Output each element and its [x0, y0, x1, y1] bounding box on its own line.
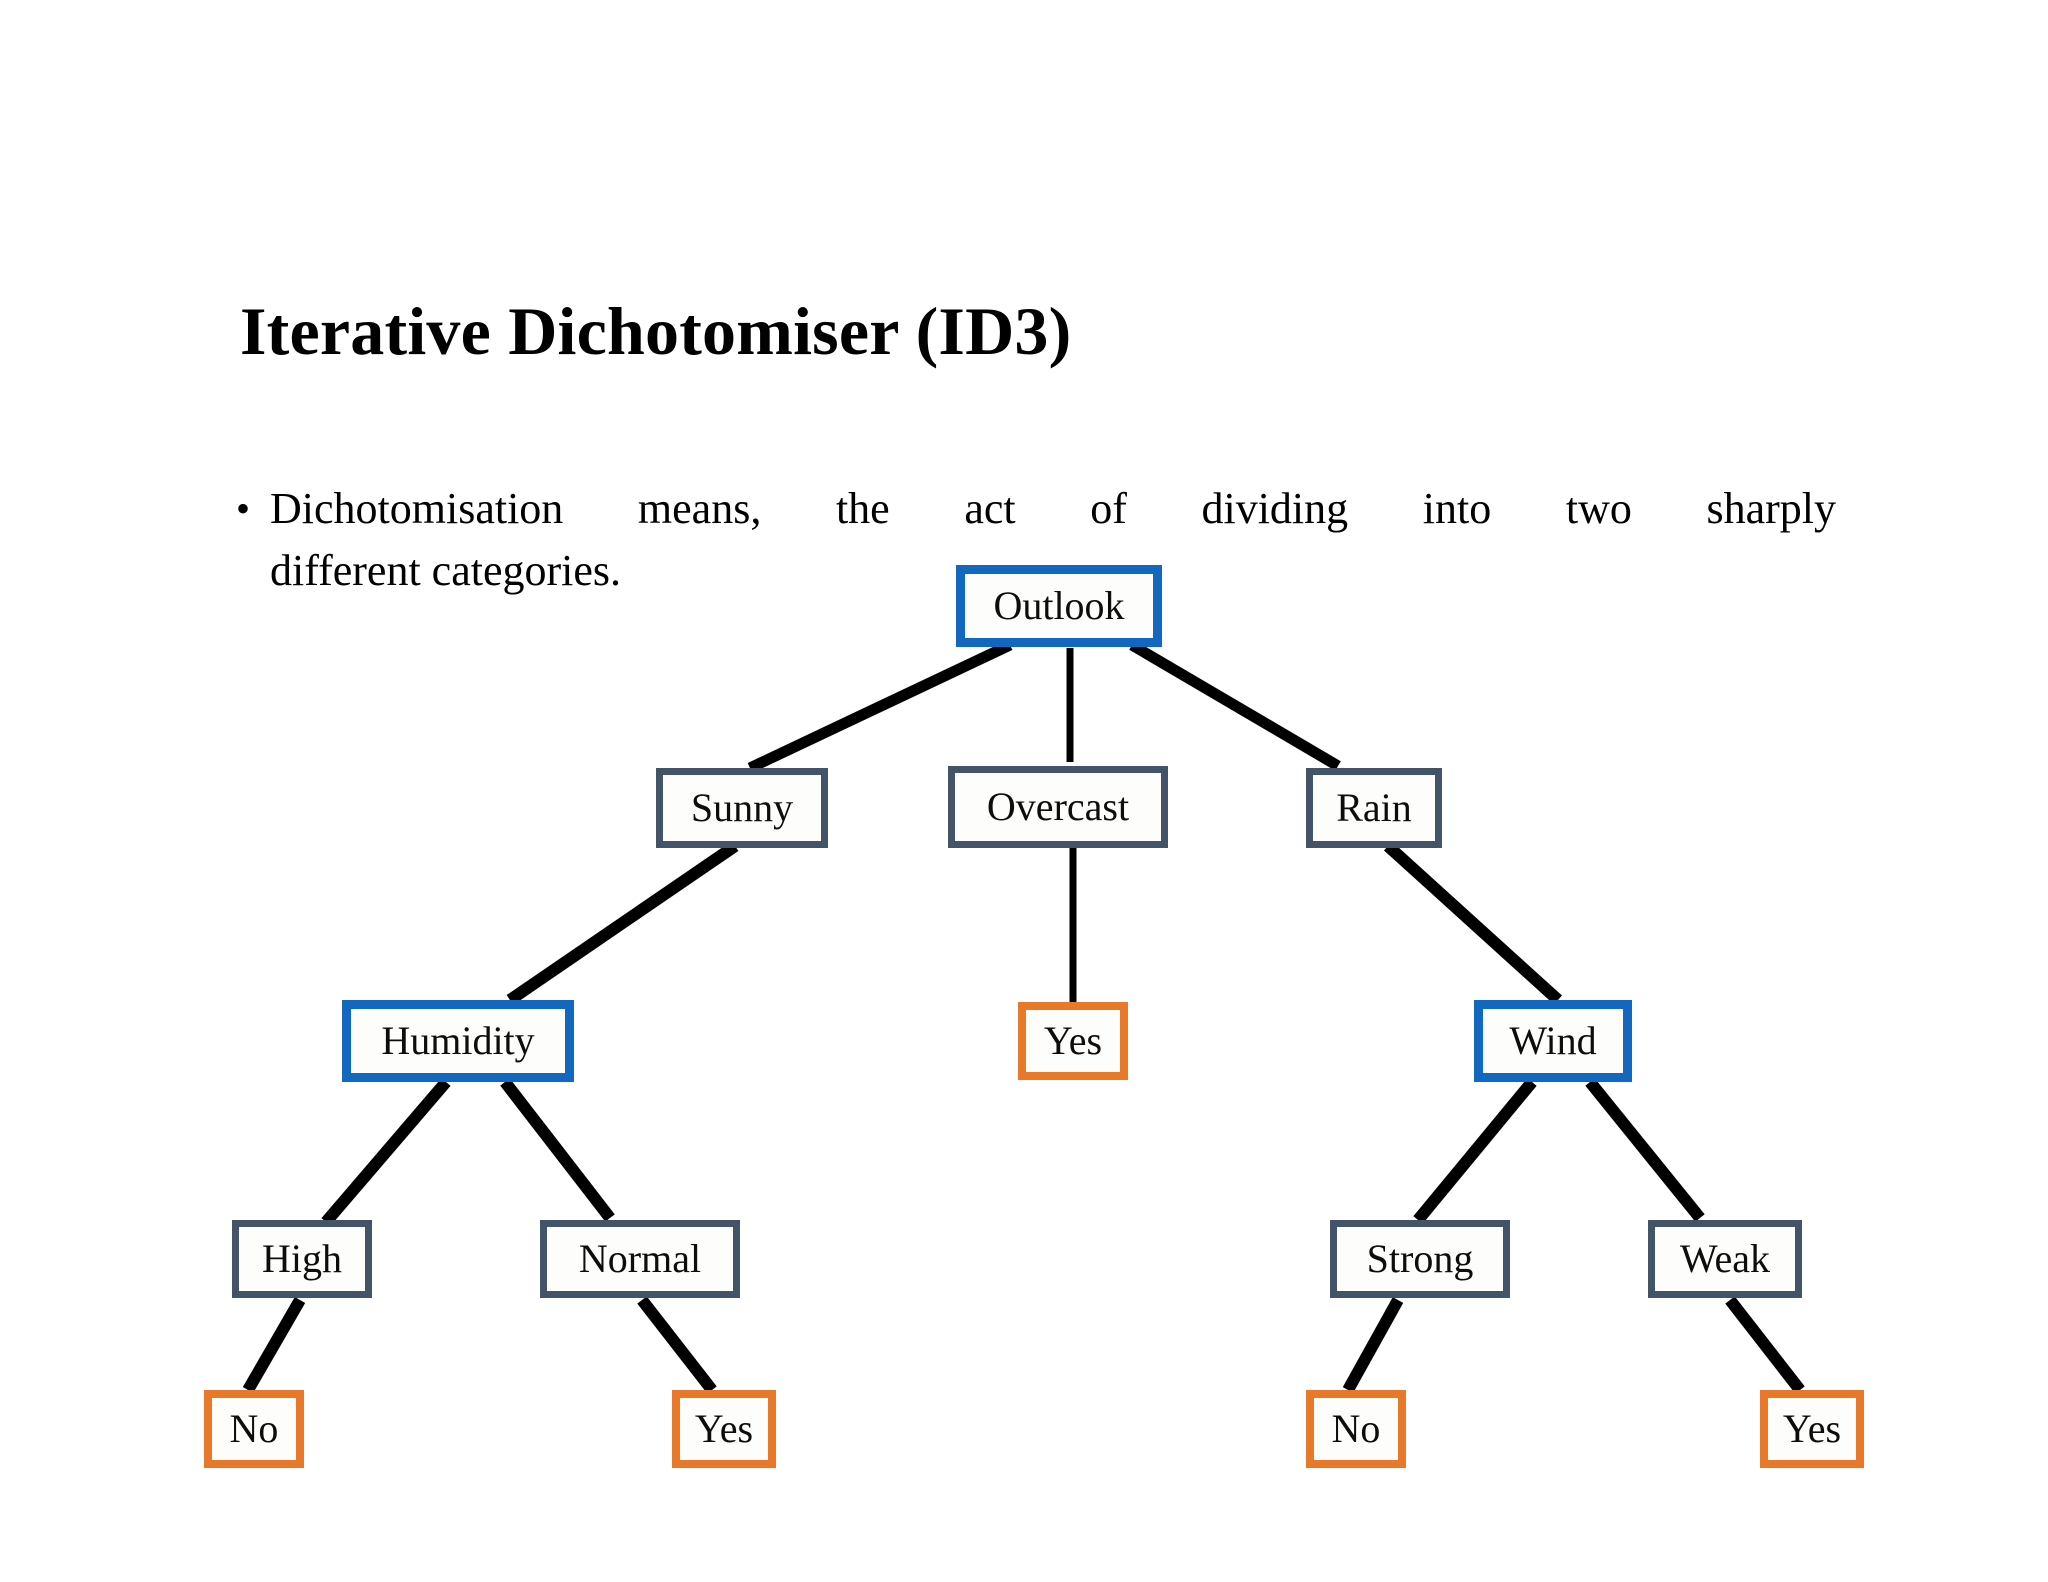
tree-node-rain[interactable]: Rain	[1306, 768, 1442, 848]
edge-outlook-sunny	[747, 640, 1013, 773]
tree-node-overcast-yes[interactable]: Yes	[1018, 1002, 1128, 1080]
tree-node-wind-label: Wind	[1509, 1018, 1597, 1063]
edge-weak-yes	[1725, 1296, 1805, 1394]
tree-node-high-no-label: No	[229, 1406, 279, 1451]
tree-node-outlook-label: Outlook	[993, 583, 1125, 628]
bullet-item: • Dichotomisation means, the act of divi…	[236, 478, 1836, 602]
body-text-block: • Dichotomisation means, the act of divi…	[236, 478, 1836, 602]
tree-node-weak-label: Weak	[1679, 1236, 1771, 1281]
tree-node-weak-yes-label: Yes	[1782, 1406, 1842, 1451]
tree-node-humidity-label: Humidity	[381, 1018, 535, 1063]
bullet-text-line-2: different categories.	[270, 546, 622, 595]
tree-node-normal-yes-label: Yes	[694, 1406, 754, 1451]
tree-node-humidity[interactable]: Humidity	[342, 1000, 574, 1082]
edge-wind-weak	[1585, 1078, 1705, 1222]
bullet-text-line-1: Dichotomisation means, the act of dividi…	[270, 484, 1836, 533]
edge-humidity-normal	[500, 1078, 615, 1222]
tree-node-overcast[interactable]: Overcast	[948, 766, 1168, 848]
tree-node-normal-label: Normal	[578, 1236, 702, 1281]
tree-node-sunny-label: Sunny	[690, 785, 794, 830]
edge-strong-no	[1342, 1297, 1404, 1393]
edge-wind-strong	[1413, 1078, 1537, 1224]
tree-node-strong-no-label: No	[1331, 1406, 1381, 1451]
edge-sunny-humidity	[506, 841, 739, 1005]
page-title: Iterative Dichotomiser (ID3)	[240, 292, 1072, 369]
tree-node-normal[interactable]: Normal	[540, 1220, 740, 1298]
tree-node-high-label: High	[262, 1236, 342, 1281]
tree-node-strong[interactable]: Strong	[1330, 1220, 1510, 1298]
tree-node-overcast-yes-label: Yes	[1043, 1018, 1103, 1063]
tree-node-strong-label: Strong	[1366, 1236, 1474, 1281]
tree-node-strong-no[interactable]: No	[1306, 1390, 1406, 1468]
edge-humidity-high	[321, 1078, 451, 1226]
tree-node-normal-yes[interactable]: Yes	[672, 1390, 776, 1468]
tree-node-outlook[interactable]: Outlook	[956, 565, 1162, 647]
edge-normal-yes	[637, 1296, 717, 1394]
edge-outlook-rain	[1129, 640, 1341, 771]
tree-node-high[interactable]: High	[232, 1220, 372, 1298]
tree-node-wind[interactable]: Wind	[1474, 1000, 1632, 1082]
bullet-marker-icon: •	[236, 486, 251, 531]
tree-node-rain-label: Rain	[1336, 785, 1412, 830]
tree-node-overcast-label: Overcast	[986, 784, 1130, 829]
edge-high-no	[242, 1296, 306, 1394]
tree-node-high-no[interactable]: No	[204, 1390, 304, 1468]
tree-node-sunny[interactable]: Sunny	[656, 768, 828, 848]
bullet-text: Dichotomisation means, the act of dividi…	[270, 478, 1836, 602]
edge-rain-wind	[1383, 841, 1563, 1005]
tree-node-weak[interactable]: Weak	[1648, 1220, 1802, 1298]
tree-node-weak-yes[interactable]: Yes	[1760, 1390, 1864, 1468]
